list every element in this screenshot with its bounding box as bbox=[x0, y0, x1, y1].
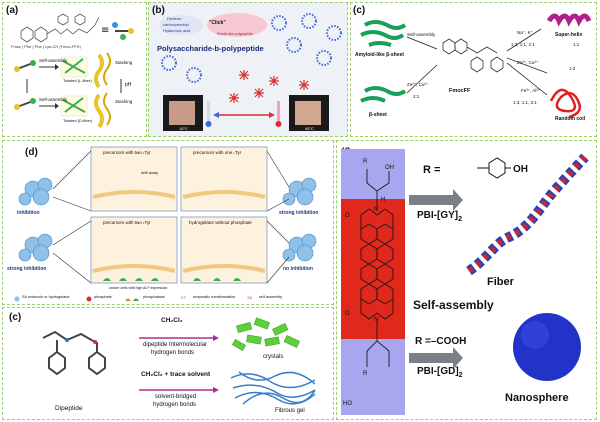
panel-c-ratio1: 1:2, 1:1, 2:1 bbox=[511, 42, 535, 47]
panel-f-nano: Nanosphere bbox=[505, 392, 569, 404]
panel-e-solvent2: CH₂Cl₂ + trace solvent bbox=[141, 371, 211, 378]
panel-f-atom-r-bot: R bbox=[363, 371, 368, 377]
panel-f-pbi1: PBI-[GY]2 bbox=[417, 210, 463, 224]
panel-b-carboxy: carboxymethyl bbox=[163, 22, 189, 27]
panel-d-legend-sa-sym: SA bbox=[247, 295, 253, 300]
panel-d-box3: precursors with two ˪Tyr bbox=[103, 220, 151, 225]
panel-b-elastin: Elastin-like polypeptide bbox=[217, 32, 253, 36]
panel-b-hyaluronic: Hyaluronic acid bbox=[163, 28, 191, 33]
panel-f-self: Self-assembly bbox=[413, 298, 494, 312]
panel-d-legend-phosphate: phosphate bbox=[94, 295, 112, 299]
panel-d: (d) bbox=[2, 140, 334, 305]
panel-c-ions2: Zn²⁺, Cu²⁺ bbox=[517, 60, 539, 65]
panel-a-label: (a) bbox=[6, 5, 19, 16]
panel-b-temp-low: 15°C bbox=[179, 126, 188, 131]
panel-d-noinhib: no inhibition bbox=[283, 266, 313, 272]
panel-f-fiber: Fiber bbox=[487, 276, 514, 288]
panel-f-diagram bbox=[341, 149, 589, 415]
panel-d-strong2: strong inhibition bbox=[279, 210, 319, 216]
panel-b-title: Polysaccharide-b-polypeptide bbox=[157, 44, 264, 53]
panel-f: (f) bbox=[336, 140, 597, 420]
panel-b-click: "Click" bbox=[209, 20, 226, 26]
panel-d-label: (d) bbox=[25, 147, 38, 158]
panel-e-label: (c) bbox=[9, 312, 22, 323]
panel-a-row1-right: Stacking bbox=[115, 60, 133, 65]
panel-c-ratio2: 1:2 bbox=[569, 66, 576, 71]
panel-b-dextran: Dextran bbox=[167, 16, 182, 21]
panel-d-drift: drift away bbox=[141, 170, 159, 175]
panel-e-bond2a: solvent-bridged bbox=[155, 394, 197, 400]
panel-d-legend-et-sym: ET bbox=[181, 295, 187, 300]
panel-c-top: (c) Amyloid-like β-sheet Self-assembly bbox=[350, 2, 597, 137]
panel-c-top-diagram bbox=[360, 13, 592, 119]
panel-b-label: (b) bbox=[152, 5, 165, 16]
panel-f-atom-ho-bot: HO bbox=[343, 401, 352, 407]
panel-c-amyloid: Amyloid-like β-sheet bbox=[355, 52, 404, 58]
panel-b: (b) bbox=[148, 2, 348, 137]
panel-a-mid-label: pH bbox=[125, 82, 132, 88]
panel-c-zn-left: Zn²⁺, Cu²⁺ bbox=[407, 82, 429, 87]
panel-e: (c) bbox=[2, 307, 334, 420]
panel-d-box2: precursors with one ˪Tyr bbox=[193, 150, 242, 155]
panel-d-legend-sa: SA molecule or hydrogelator bbox=[22, 295, 70, 299]
panel-f-r1: R = bbox=[423, 164, 441, 176]
panel-d-diagram bbox=[14, 146, 317, 302]
panel-c-random: Random coil bbox=[555, 116, 586, 122]
panel-f-pbi2: PBI-[GD]2 bbox=[417, 366, 463, 380]
panel-f-r2: R =–COOH bbox=[415, 336, 467, 347]
svg-text:≡: ≡ bbox=[101, 25, 109, 36]
panel-f-atom-o-bot: O bbox=[345, 311, 350, 317]
panel-d-legend-phosphatase: phosphatase bbox=[143, 295, 165, 299]
panel-e-bond1b: hydrogen bonds bbox=[151, 350, 195, 356]
panel-a: (a) ≡ bbox=[2, 2, 147, 137]
panel-a-chem-caption: Fmoc | Phe | Phe | Lys-CH (Fmoc-FFK) bbox=[11, 44, 81, 49]
panel-d-cancer: cancer cells with high ALP expression bbox=[109, 286, 168, 290]
panel-e-gel: Fibrous gel bbox=[275, 408, 305, 414]
panel-a-row2-sub: Twisted (D-fiber) bbox=[63, 118, 93, 123]
panel-c-ratio3: 1:3, 1:1, 3:1 bbox=[513, 100, 537, 105]
panel-a-row2-left: Self-assembly bbox=[39, 97, 68, 102]
panel-e-diagram bbox=[42, 317, 316, 405]
panel-c-r11: 1:1 bbox=[573, 42, 580, 47]
panel-a-diagram: ≡ bbox=[14, 13, 134, 129]
panel-c-center: FmocFF bbox=[449, 88, 471, 94]
panel-b-temp-high: 45°C bbox=[305, 126, 314, 131]
panel-e-crystals: crystals bbox=[263, 354, 284, 360]
panel-d-legend-self: self-assembly bbox=[259, 295, 283, 299]
panel-d-legend-et: enzymatic transformation bbox=[193, 295, 236, 299]
panel-a-row2-right: Stacking bbox=[115, 99, 133, 104]
panel-f-atom-r-top: R bbox=[363, 159, 368, 165]
panel-b-diagram bbox=[159, 13, 342, 131]
panel-f-atom-oh-top: OH bbox=[385, 165, 394, 171]
panel-d-strong1: strong inhibition bbox=[7, 266, 47, 272]
panel-c-ratio-left: 2:1 bbox=[413, 94, 420, 99]
panel-a-row1-left: Self-assembly bbox=[39, 58, 68, 63]
panel-c-superhelix: Super-helix bbox=[555, 32, 583, 38]
panel-f-oh: OH bbox=[513, 164, 528, 175]
panel-d-box1: precursors with two ˪Tyr bbox=[103, 150, 151, 155]
panel-e-bond2b: hydrogen bonds bbox=[153, 402, 197, 408]
panel-e-solvent1: CH₂Cl₂ bbox=[161, 317, 183, 324]
panel-f-atom-n-top: N bbox=[374, 207, 379, 213]
panel-a-row1-sub: Twisted (L-fiber) bbox=[63, 78, 92, 83]
panel-c-beta: β-sheet bbox=[369, 112, 387, 118]
panel-c-self-assembly: Self-assembly bbox=[407, 32, 436, 37]
panel-f-atom-o-top: O bbox=[345, 213, 350, 219]
panel-e-bond1a: dipeptide Intermolecular bbox=[143, 342, 208, 348]
panel-c-ions1: Na⁺, K⁺ bbox=[517, 30, 534, 35]
panel-f-atom-h-top: H bbox=[381, 197, 386, 203]
panel-d-box4: hydrogelator without phosphate bbox=[189, 220, 252, 225]
panel-c-top-label: (c) bbox=[353, 5, 366, 16]
panel-c-ions3: Fe³⁺, Al³⁺ bbox=[521, 88, 541, 93]
panel-e-dipeptide: Dipeptide bbox=[55, 405, 83, 412]
panel-d-inhibition: inhibition bbox=[17, 210, 40, 216]
panel-f-atom-n-bot: N bbox=[374, 317, 379, 323]
